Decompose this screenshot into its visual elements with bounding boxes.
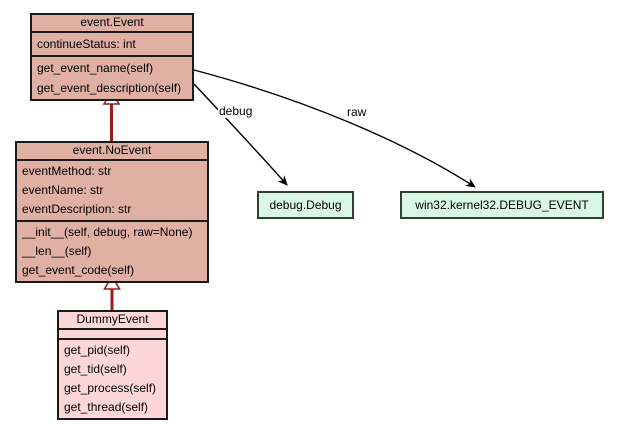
edge-label-debug: debug (218, 104, 254, 118)
class-box-event-noevent[interactable]: event.NoEvent eventMethod: str eventName… (15, 141, 209, 283)
module-box-win32-kernel32-debug-event[interactable]: win32.kernel32.DEBUG_EVENT (400, 191, 604, 219)
method-row: get_process(self) (64, 381, 157, 395)
module-box-debug-debug[interactable]: debug.Debug (257, 191, 354, 219)
edge-label-raw: raw (346, 105, 368, 119)
module-label: win32.kernel32.DEBUG_EVENT (415, 198, 589, 212)
methods-section: get_pid(self) get_tid(self) get_process(… (59, 340, 166, 418)
method-row: __init__(self, debug, raw=None) (22, 225, 193, 239)
module-label: debug.Debug (269, 198, 342, 212)
method-row: get_event_description(self) (37, 81, 182, 95)
attribute-row: eventDescription: str (22, 202, 132, 216)
method-row: get_pid(self) (64, 343, 131, 357)
method-row: get_thread(self) (64, 400, 149, 414)
method-row: get_event_name(self) (37, 61, 154, 75)
class-title: event.Event (32, 15, 192, 33)
attributes-section: continueStatus: int (32, 33, 192, 57)
class-title: DummyEvent (59, 312, 166, 330)
method-row: __len__(self) (22, 244, 92, 258)
association-arrow-debug (193, 83, 288, 186)
class-box-dummyevent[interactable]: DummyEvent get_pid(self) get_tid(self) g… (57, 310, 168, 420)
attribute-row: eventName: str (22, 183, 104, 197)
methods-section: get_event_name(self) get_event_descripti… (32, 57, 192, 99)
method-row: get_event_code(self) (22, 263, 135, 277)
attributes-section-empty (59, 330, 166, 340)
attribute-row: eventMethod: str (22, 164, 112, 178)
association-arrow-raw (193, 69, 476, 188)
methods-section: __init__(self, debug, raw=None) __len__(… (17, 222, 207, 281)
method-row: get_tid(self) (64, 362, 127, 376)
attribute-row: continueStatus: int (37, 37, 136, 51)
attributes-section: eventMethod: str eventName: str eventDes… (17, 161, 207, 222)
class-box-event-event[interactable]: event.Event continueStatus: int get_even… (30, 13, 194, 101)
class-title: event.NoEvent (17, 143, 207, 161)
